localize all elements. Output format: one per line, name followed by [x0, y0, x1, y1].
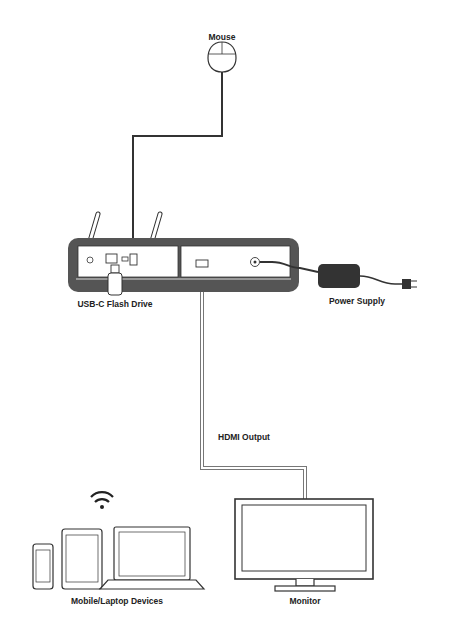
- receiver-device: [68, 238, 299, 292]
- power-supply-icon: [260, 262, 417, 289]
- device-label: Mobile/Laptop Devices: [71, 596, 163, 606]
- usb-cable: [133, 72, 222, 252]
- cable-label: HDMI Output: [216, 432, 272, 442]
- wifi-symbol: [91, 492, 113, 509]
- mouse-icon: [208, 42, 236, 72]
- mobile-devices-icon: [33, 527, 204, 589]
- label-text: USB-C Flash Drive: [77, 299, 152, 309]
- label-text: Power Supply: [329, 296, 385, 306]
- label-text: Mobile/Laptop Devices: [71, 596, 163, 606]
- monitor-icon: [235, 499, 373, 591]
- device-label: Mouse: [209, 32, 236, 42]
- device-label: USB-C Flash Drive: [77, 299, 152, 309]
- device-label: Power Supply: [329, 296, 385, 306]
- label-text: Monitor: [289, 596, 320, 606]
- device-label: Monitor: [289, 596, 320, 606]
- hdmi-cable: [202, 272, 305, 500]
- flash-drive-icon: [108, 265, 122, 295]
- label-text: Mouse: [209, 32, 236, 42]
